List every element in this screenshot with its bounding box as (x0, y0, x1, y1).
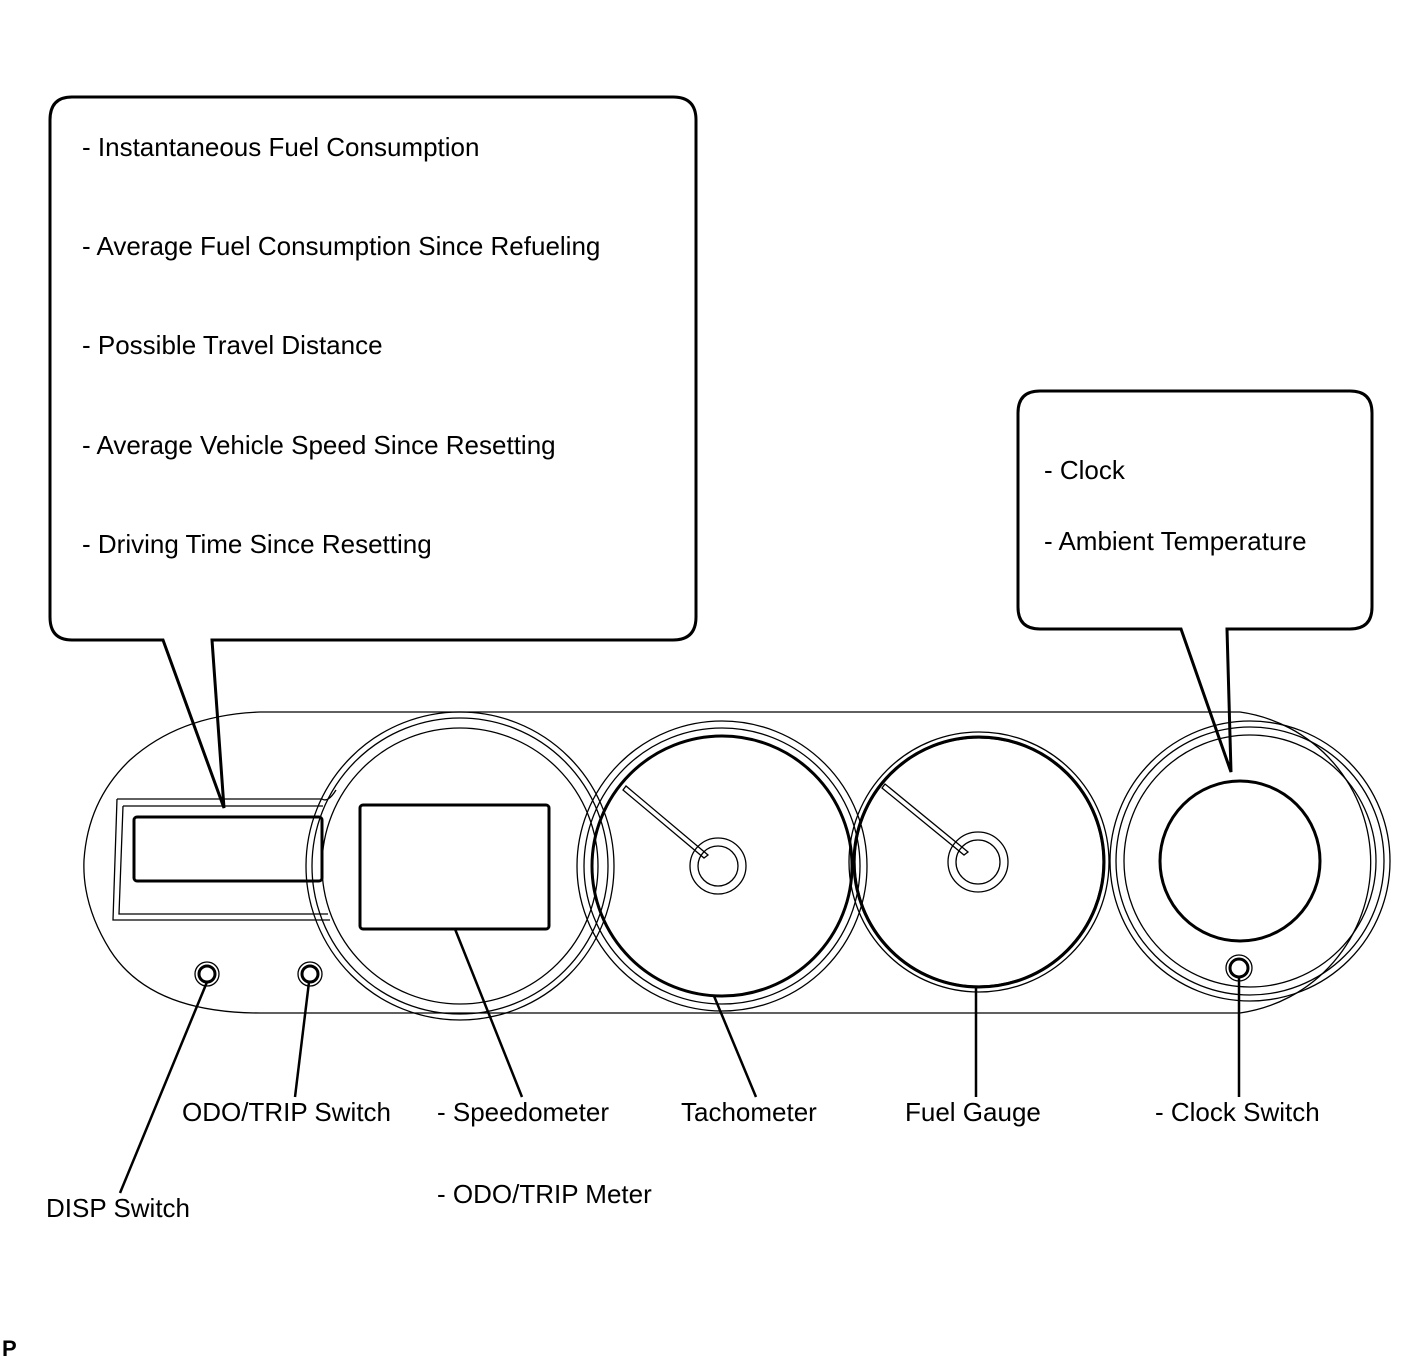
clock-callout (1016, 389, 1374, 773)
fuel-gauge-dial (848, 731, 1110, 993)
cluster-outline (83, 711, 1372, 1014)
leader-lines (118, 928, 1241, 1194)
fuel-gauge-needle (881, 783, 970, 856)
tachometer-hub-inner (697, 845, 739, 887)
label-tachometer: Tachometer (681, 1097, 817, 1127)
bottom-labels: ODO/TRIP Switch - Speedometer Tachometer… (46, 1097, 1320, 1223)
tachometer-dial (576, 720, 868, 1012)
odo-trip-switch-knob[interactable] (297, 961, 323, 987)
display-callout (48, 95, 698, 809)
label-fuel-gauge: Fuel Gauge (905, 1097, 1041, 1127)
fuel-gauge-hub-outer (947, 831, 1009, 893)
speedometer-dial (305, 711, 615, 1021)
multi-info-display (132, 815, 324, 883)
display-item-instantaneous-fuel: - Instantaneous Fuel Consumption (82, 132, 479, 162)
clock-dial (1109, 720, 1391, 1002)
label-odo-trip-switch: ODO/TRIP Switch (182, 1097, 391, 1127)
leader-tachometer (712, 995, 758, 1098)
label-clock-switch: - Clock Switch (1155, 1097, 1320, 1127)
display-item-average-speed: - Average Vehicle Speed Since Resetting (82, 430, 556, 460)
left-display-bezel (112, 789, 337, 921)
clock-callout-box (1016, 389, 1374, 773)
leader-odo-trip-switch (293, 981, 311, 1098)
corner-mark: P (2, 1336, 17, 1361)
label-odo-trip-meter: - ODO/TRIP Meter (437, 1179, 652, 1209)
display-callout-items: - Instantaneous Fuel Consumption - Avera… (82, 132, 600, 559)
clock-display (1158, 779, 1322, 943)
clock-callout-items: - Clock - Ambient Temperature (1044, 455, 1307, 556)
display-item-average-fuel: - Average Fuel Consumption Since Refueli… (82, 231, 600, 261)
tachometer-needle (622, 785, 710, 859)
clock-item-ambient-temperature: - Ambient Temperature (1044, 526, 1307, 556)
clock-item-clock: - Clock (1044, 455, 1126, 485)
leader-speedometer (453, 928, 524, 1098)
display-callout-box (48, 95, 698, 809)
speedometer-display (358, 803, 551, 931)
tachometer-hub-outer (689, 837, 747, 895)
display-item-driving-time: - Driving Time Since Resetting (82, 529, 432, 559)
left-display-bezel-inner (118, 805, 328, 915)
display-item-possible-distance: - Possible Travel Distance (82, 330, 383, 360)
label-disp-switch: DISP Switch (46, 1193, 190, 1223)
leader-disp-switch (118, 981, 209, 1194)
fuel-gauge-hub-inner (955, 839, 1001, 885)
label-speedometer: - Speedometer (437, 1097, 609, 1127)
